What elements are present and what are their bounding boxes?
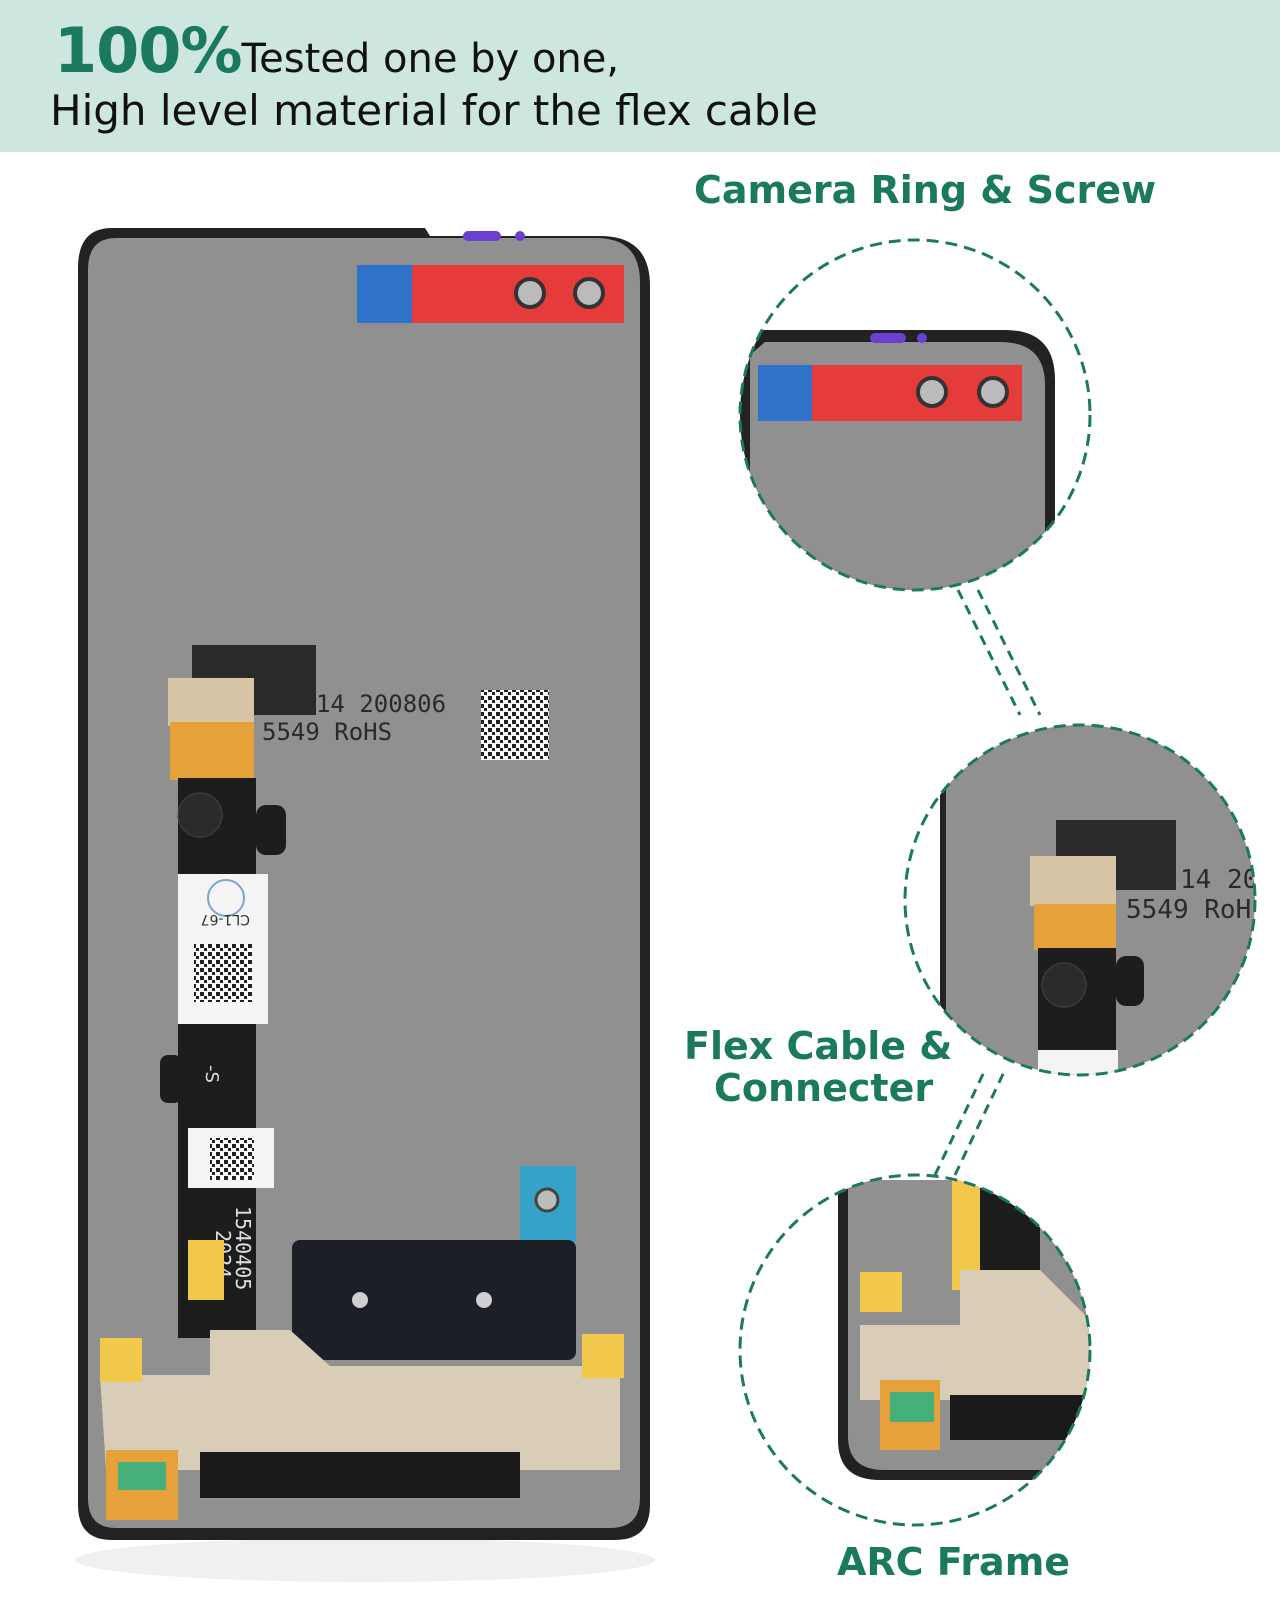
camera-screw-1 bbox=[514, 277, 546, 309]
yellow-pad-1 bbox=[100, 1338, 142, 1382]
connector-line-1 bbox=[956, 589, 1042, 716]
flex-tab-left bbox=[160, 1055, 182, 1103]
lcd-panel: 14 200806 5549 RoHS CL1-67 -S 1540405 20… bbox=[78, 228, 650, 1540]
datamatrix-code bbox=[481, 690, 549, 760]
shield-hole-2 bbox=[476, 1292, 492, 1308]
zoom-rohs-text: 5549 RoH bbox=[1126, 895, 1251, 925]
sticker-code-text: CL1-67 bbox=[201, 911, 250, 927]
zoom-circle-camera bbox=[738, 238, 1092, 592]
zoom-circle-flex: 14 20 5549 RoH bbox=[903, 723, 1258, 1077]
flex-sticker-2-qr bbox=[210, 1138, 254, 1180]
date-code-text: 14 200806 bbox=[316, 690, 446, 718]
flex-callout-line-1: Flex Cable & bbox=[684, 1024, 953, 1068]
flex-orange-section bbox=[170, 722, 254, 780]
shadow-reflection bbox=[75, 1538, 655, 1582]
camera-screw-2 bbox=[573, 277, 605, 309]
sensor-dot bbox=[515, 231, 525, 241]
yellow-pad-2 bbox=[582, 1334, 624, 1378]
copper-shield bbox=[100, 1330, 620, 1470]
flex-code-1-text: 1540405 bbox=[231, 1206, 255, 1290]
bottom-connector-pins bbox=[118, 1462, 166, 1490]
shield-hole-1 bbox=[352, 1292, 368, 1308]
yellow-pad-3 bbox=[188, 1240, 224, 1300]
black-shield bbox=[292, 1240, 576, 1360]
flex-sticker-stamp bbox=[207, 879, 245, 917]
headline-line-1: 100%Tested one by one, bbox=[54, 14, 619, 88]
flex-connector-top bbox=[168, 678, 254, 726]
bracket-hole bbox=[534, 1187, 560, 1213]
camera-callout: Camera Ring & Screw bbox=[694, 168, 1157, 212]
rohs-text: 5549 RoHS bbox=[262, 718, 392, 746]
zoom-date-text: 14 20 bbox=[1180, 865, 1258, 895]
zoom-circle-arc bbox=[738, 1173, 1092, 1527]
arc-callout: ARC Frame bbox=[837, 1540, 1071, 1584]
headline-emphasis: 100% bbox=[54, 14, 243, 87]
flex-logo bbox=[177, 792, 223, 838]
flex-s-text: -S bbox=[201, 1065, 222, 1083]
flex-sticker-qr bbox=[194, 944, 252, 1002]
headline-line-2: High level material for the flex cable bbox=[50, 86, 818, 135]
headline-line-1-rest: Tested one by one, bbox=[241, 36, 620, 82]
camera-tape-blue bbox=[357, 265, 414, 323]
flex-callout-line-2: Connecter bbox=[714, 1066, 934, 1110]
flex-tab-right bbox=[256, 805, 286, 855]
dark-strip bbox=[200, 1452, 520, 1498]
header-banner bbox=[0, 0, 1280, 152]
earpiece-notch bbox=[463, 231, 501, 241]
connector-line-2 bbox=[933, 1069, 1007, 1176]
